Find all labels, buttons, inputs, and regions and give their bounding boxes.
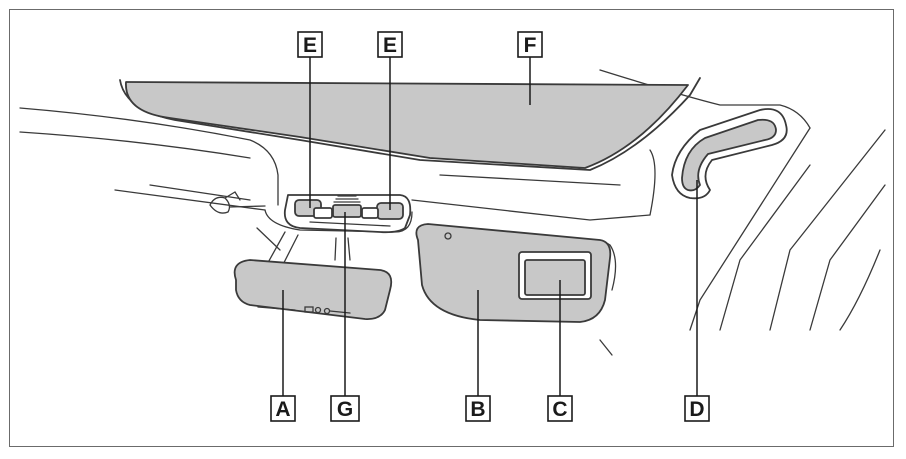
callout-c: C xyxy=(547,395,573,422)
callout-a-label: A xyxy=(275,398,290,421)
vanity-mirror xyxy=(524,259,586,296)
rear-view-mirror xyxy=(233,259,393,320)
callout-g: G xyxy=(330,395,360,422)
callout-b-label: B xyxy=(470,398,485,421)
leader-lines xyxy=(282,56,698,396)
callout-e-right: E xyxy=(377,31,403,58)
callout-f: F xyxy=(517,31,543,58)
callout-f-label: F xyxy=(524,34,537,57)
moonroof-glass xyxy=(125,81,689,169)
callout-e-left: E xyxy=(297,31,323,58)
console-switch-2 xyxy=(361,207,379,219)
console-switch-center xyxy=(332,204,362,218)
sun-visor xyxy=(415,223,612,323)
callout-d: D xyxy=(684,395,710,422)
callout-c-label: C xyxy=(552,398,567,421)
overhead-console xyxy=(283,194,412,234)
callout-a: A xyxy=(270,395,296,422)
assist-grip xyxy=(671,108,788,200)
callout-e-left-label: E xyxy=(303,34,317,57)
callout-b: B xyxy=(465,395,491,422)
callout-g-label: G xyxy=(337,398,353,421)
clip-detail xyxy=(209,191,241,214)
callout-e-right-label: E xyxy=(383,34,397,57)
console-switch-1 xyxy=(313,207,333,219)
callout-d-label: D xyxy=(689,398,704,421)
